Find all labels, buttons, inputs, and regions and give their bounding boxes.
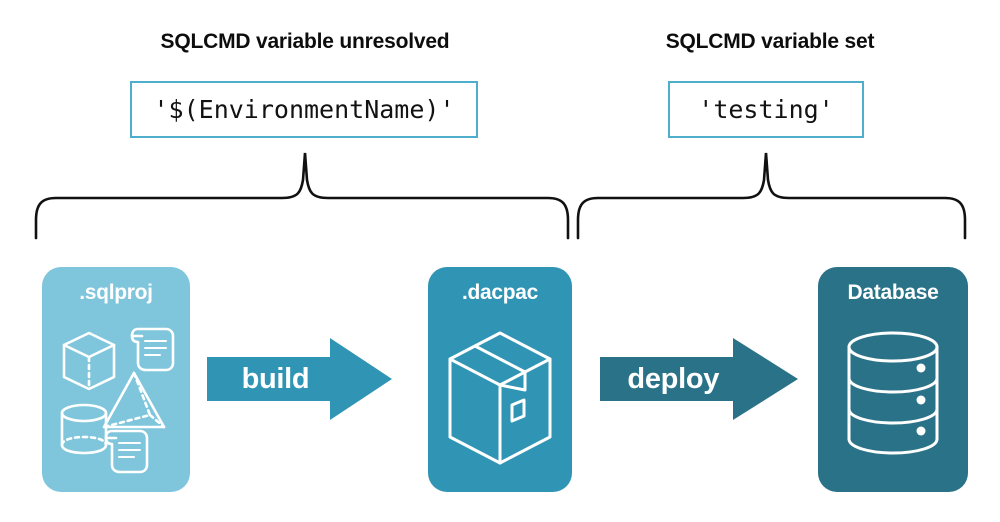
heading-sqlcmd-variable-set: SQLCMD variable set (665, 30, 875, 53)
stage-box-dacpac: .dacpac (428, 267, 572, 492)
brace-group (34, 152, 967, 240)
sqlproj-artifacts-group (60, 327, 175, 474)
cube-icon (62, 331, 116, 391)
stage-box-database: Database (818, 267, 968, 492)
arrow-build-shape (207, 338, 392, 420)
stage-box-database-label: Database (847, 281, 939, 304)
scroll-icon (130, 327, 175, 372)
brace-right-icon (576, 152, 967, 240)
pyramid-icon (102, 371, 166, 429)
cylinder-icon (60, 403, 108, 455)
arrow-build: build (207, 336, 392, 422)
code-box-environment-name: '$(EnvironmentName)' (130, 81, 478, 138)
brace-left-icon (34, 152, 570, 240)
code-box-testing: 'testing' (668, 81, 864, 138)
arrow-deploy: deploy (600, 336, 798, 422)
package-box-icon (448, 331, 552, 465)
stage-box-dacpac-label: .dacpac (461, 281, 539, 304)
scroll-icon (104, 429, 149, 474)
arrow-deploy-shape (600, 338, 798, 420)
stage-box-sqlproj: .sqlproj (42, 267, 190, 492)
stage-box-sqlproj-label: .sqlproj (79, 281, 153, 304)
heading-sqlcmd-variable-unresolved: SQLCMD variable unresolved (160, 30, 450, 53)
database-cylinder-icon (847, 331, 939, 455)
